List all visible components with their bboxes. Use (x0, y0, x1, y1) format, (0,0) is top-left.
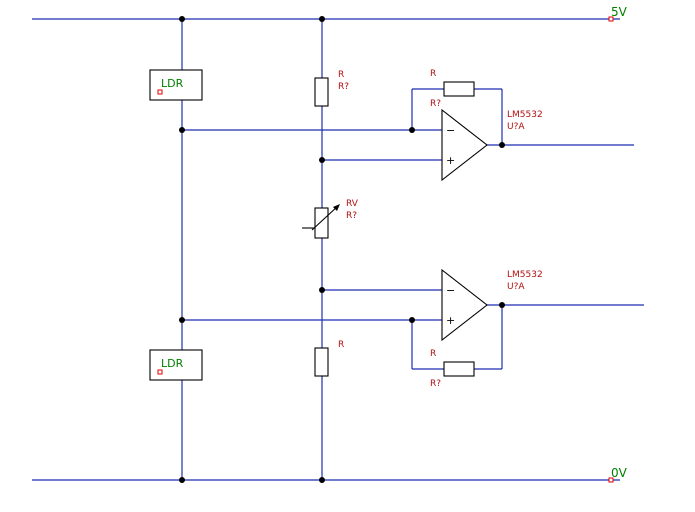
junction (499, 142, 505, 148)
junction (499, 302, 505, 308)
feedback-resistor-bottom[interactable] (443, 361, 475, 377)
junction (179, 127, 185, 133)
resistor-top[interactable] (314, 77, 329, 107)
junction (179, 317, 185, 323)
svg-text:LDR: LDR (161, 77, 184, 90)
pot-name: RV (346, 199, 359, 209)
junction (409, 127, 415, 133)
opamp-top[interactable]: − + (441, 108, 488, 182)
junctions (179, 16, 505, 483)
feedback-top-name: R (430, 69, 436, 79)
opamp-top-part: LM5532 (507, 110, 543, 120)
resistor-top-name: R (338, 70, 344, 80)
ldr-top[interactable]: LDR (149, 69, 203, 101)
feedback-resistor-top[interactable] (443, 81, 475, 97)
opamp-bottom[interactable]: − + (441, 268, 488, 342)
opamp-top-ref: U?A (507, 122, 525, 132)
potentiometer[interactable] (302, 204, 340, 239)
junction (409, 317, 415, 323)
rail-label-0v: 0V (611, 466, 628, 480)
junction (179, 16, 185, 22)
resistor-top-ref: R? (338, 82, 349, 92)
opamp-bottom-part: LM5532 (507, 270, 543, 280)
resistor-bottom[interactable] (314, 347, 329, 377)
rail-pin-0v (608, 477, 614, 483)
wires (32, 18, 644, 481)
junction (319, 477, 325, 483)
rail-label-5v: 5V (611, 5, 628, 19)
ldr-bottom[interactable]: LDR (149, 349, 203, 381)
junction (319, 287, 325, 293)
feedback-bottom-name: R (430, 349, 436, 359)
junction (319, 16, 325, 22)
opamp-bottom-minus: − (446, 284, 455, 297)
junction (179, 477, 185, 483)
opamp-top-plus: + (446, 154, 455, 167)
pot-ref: R? (346, 211, 357, 221)
junction (319, 157, 325, 163)
opamp-bottom-ref: U?A (507, 282, 525, 292)
feedback-bottom-ref: R? (430, 379, 441, 389)
rail-pin-5v (608, 16, 614, 22)
feedback-top-ref: R? (430, 99, 441, 109)
resistor-bottom-name: R (338, 340, 344, 350)
opamp-bottom-plus: + (446, 314, 455, 327)
svg-text:LDR: LDR (161, 357, 184, 370)
opamp-top-minus: − (446, 124, 455, 137)
